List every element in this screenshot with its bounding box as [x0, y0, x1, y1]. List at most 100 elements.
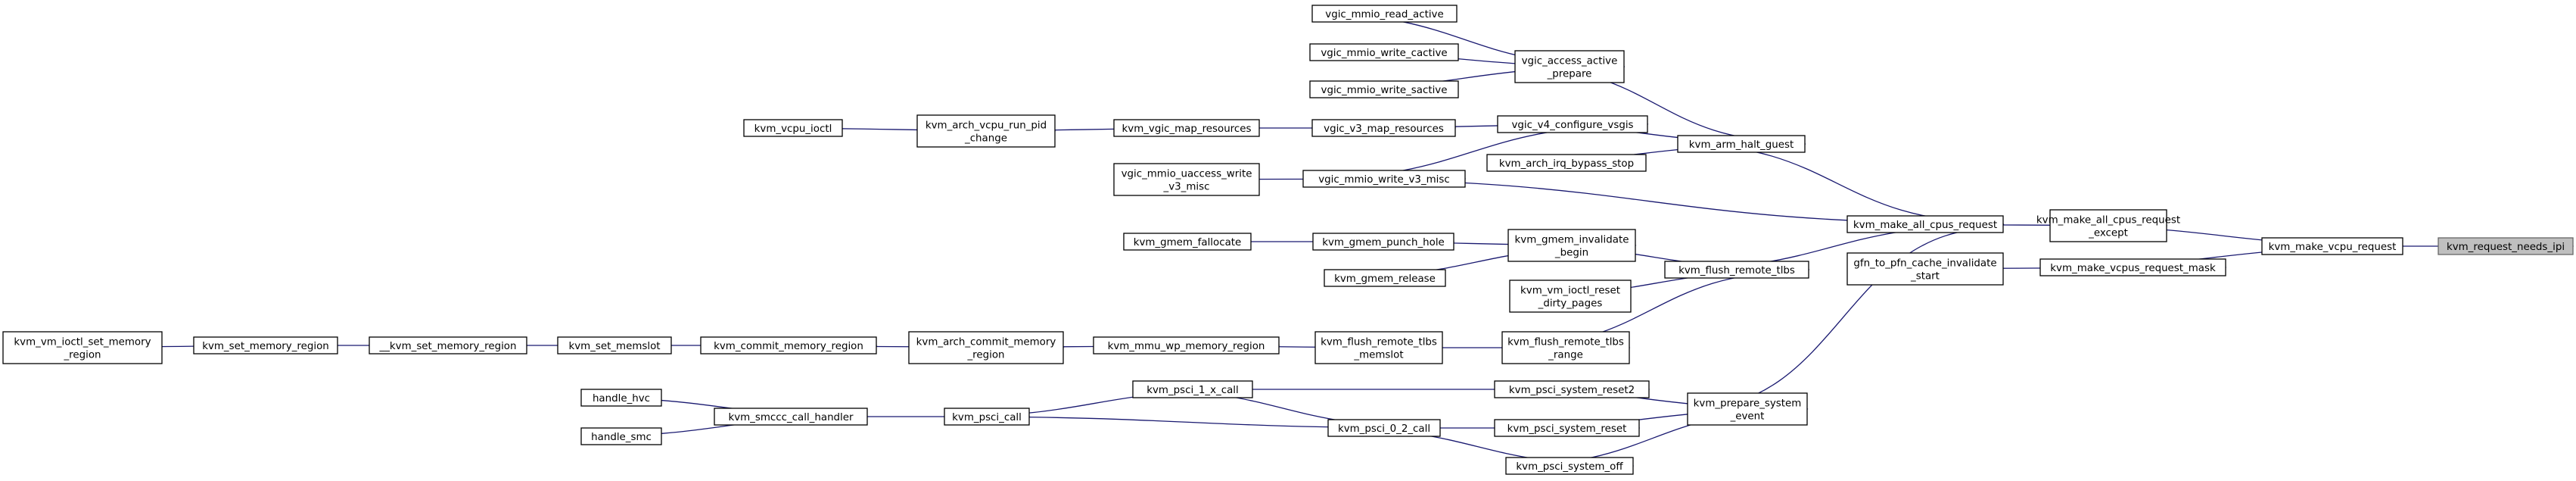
node-box — [1132, 380, 1253, 398]
node-label: _change — [964, 133, 1007, 145]
node-label: kvm_psci_system_off — [1516, 461, 1623, 473]
node-label: kvm_set_memslot — [568, 341, 660, 352]
node-label: kvm_make_vcpus_request_mask — [2050, 263, 2216, 274]
node-label: _memslot — [1353, 350, 1403, 361]
node-kvm_mmu_wp_memory_region[interactable]: kvm_mmu_wp_memory_region — [1093, 336, 1280, 355]
node-kvm_request_needs_ipi[interactable]: kvm_request_needs_ipi — [2438, 237, 2574, 255]
node-kvm_make_vcpus_request_mask[interactable]: kvm_make_vcpus_request_mask — [2039, 258, 2226, 276]
node-label: kvm_request_needs_ipi — [2447, 242, 2565, 253]
node-box — [557, 336, 672, 355]
node-kvm_psci_call[interactable]: kvm_psci_call — [944, 408, 1030, 426]
node-label: kvm_gmem_release — [1334, 273, 1436, 285]
node-kvm_psci_system_reset[interactable]: kvm_psci_system_reset — [1494, 419, 1640, 437]
node-vgic_v4_configure_vsgis[interactable]: vgic_v4_configure_vsgis — [1497, 115, 1648, 133]
node-label: kvm_flush_remote_tlbs — [1321, 337, 1437, 348]
node-kvm_arch_vcpu_run_pid_change[interactable]: kvm_arch_vcpu_run_pid_change — [916, 114, 1056, 148]
node-handle_smc[interactable]: handle_smc — [580, 427, 662, 445]
node-kvm_prepare_system_event[interactable]: kvm_prepare_system_event — [1687, 392, 1808, 426]
node-label: vgic_mmio_write_sactive — [1321, 85, 1448, 96]
node-kvm_gmem_punch_hole[interactable]: kvm_gmem_punch_hole — [1312, 233, 1454, 251]
node-box — [1309, 80, 1459, 98]
node-box — [1113, 119, 1260, 137]
node-kvm_vm_ioctl_reset_dirty_pages[interactable]: kvm_vm_ioctl_reset_dirty_pages — [1509, 280, 1632, 313]
node-box — [369, 336, 527, 355]
node-handle_hvc[interactable]: handle_hvc — [580, 389, 662, 407]
node-label: kvm_arch_commit_memory — [916, 337, 1056, 348]
node-kvm_make_all_cpus_request[interactable]: kvm_make_all_cpus_request — [1846, 215, 2004, 233]
node-box — [1509, 280, 1632, 313]
node-label: kvm_vm_ioctl_set_memory — [14, 337, 151, 348]
node-box — [1309, 43, 1459, 61]
node-kvm_flush_remote_tlbs[interactable]: kvm_flush_remote_tlbs — [1664, 261, 1809, 279]
node-label: handle_hvc — [593, 393, 650, 404]
node-kvm_flush_remote_tlbs_range[interactable]: kvm_flush_remote_tlbs_range — [1501, 331, 1630, 364]
node-vgic_mmio_write_cactive[interactable]: vgic_mmio_write_cactive — [1309, 43, 1459, 61]
node-box — [944, 408, 1030, 426]
node-label: kvm_vgic_map_resources — [1122, 123, 1252, 135]
node-label: kvm_smccc_call_handler — [728, 412, 854, 423]
node-box — [1494, 380, 1650, 398]
node-gfn_to_pfn_cache_invalidate_start[interactable]: gfn_to_pfn_cache_invalidate_start — [1846, 252, 2004, 286]
node-box — [2, 331, 163, 364]
node-kvm_vcpu_ioctl[interactable]: kvm_vcpu_ioctl — [743, 119, 843, 137]
node-box — [580, 389, 662, 407]
node-kvm_arch_irq_bypass_stop[interactable]: kvm_arch_irq_bypass_stop — [1486, 154, 1647, 172]
node-kvm_psci_0_2_call[interactable]: kvm_psci_0_2_call — [1327, 419, 1441, 437]
node-kvm_psci_system_reset2[interactable]: kvm_psci_system_reset2 — [1494, 380, 1650, 398]
node-label: _begin — [1554, 248, 1588, 259]
node-kvm_gmem_fallocate[interactable]: kvm_gmem_fallocate — [1123, 233, 1252, 251]
node-layer: kvm_request_needs_ipi kvm_make_vcpu_reque… — [2, 5, 2574, 475]
node-label: kvm_psci_0_2_call — [1338, 423, 1430, 435]
node-label: kvm_psci_system_reset — [1507, 423, 1627, 435]
node-box — [743, 119, 843, 137]
node-box — [1327, 419, 1441, 437]
node-label: kvm_gmem_fallocate — [1134, 237, 1242, 248]
node-kvm_commit_memory_region[interactable]: kvm_commit_memory_region — [700, 336, 877, 355]
node-vgic_mmio_write_sactive[interactable]: vgic_mmio_write_sactive — [1309, 80, 1459, 98]
node-box — [1846, 252, 2004, 286]
node-kvm_vm_ioctl_set_memory_region[interactable]: kvm_vm_ioctl_set_memory_region — [2, 331, 163, 364]
node-box — [1501, 331, 1630, 364]
node-box — [1497, 115, 1648, 133]
node-box — [2438, 237, 2574, 255]
node-kvm_smccc_call_handler[interactable]: kvm_smccc_call_handler — [714, 408, 868, 426]
node-label: kvm_commit_memory_region — [714, 341, 863, 352]
node-kvm_set_memory_region[interactable]: kvm_set_memory_region — [193, 336, 338, 355]
node-label: _except — [2088, 228, 2128, 239]
node-label: handle_smc — [591, 432, 652, 443]
node-label: kvm_arch_irq_bypass_stop — [1499, 158, 1634, 170]
node-kvm_arm_halt_guest[interactable]: kvm_arm_halt_guest — [1677, 135, 1806, 153]
node-vgic_access_active_prepare[interactable]: vgic_access_active _prepare — [1514, 50, 1625, 83]
edge-layer — [2, 13, 2574, 469]
node-kvm_flush_remote_tlbs_memslot[interactable]: kvm_flush_remote_tlbs _memslot — [1314, 331, 1443, 364]
node-kvm_arch_commit_memory_region[interactable]: kvm_arch_commit_memory_region — [908, 331, 1064, 364]
node-box — [1302, 170, 1466, 188]
node-label: kvm_psci_1_x_call — [1146, 385, 1239, 396]
node-kvm_set_memslot[interactable]: kvm_set_memslot — [557, 336, 672, 355]
node-vgic_mmio_uaccess_write_v3_misc[interactable]: vgic_mmio_uaccess_write_v3_misc — [1113, 163, 1260, 196]
node-label: _v3_misc — [1163, 182, 1210, 193]
node-__kvm_set_memory_region[interactable]: __kvm_set_memory_region — [369, 336, 527, 355]
node-kvm_vgic_map_resources[interactable]: kvm_vgic_map_resources — [1113, 119, 1260, 137]
node-label: kvm_vm_ioctl_reset — [1520, 286, 1620, 297]
node-label: kvm_psci_call — [952, 412, 1022, 423]
node-kvm_make_vcpu_request[interactable]: kvm_make_vcpu_request — [2261, 237, 2403, 255]
node-box — [714, 408, 868, 426]
node-kvm_gmem_release[interactable]: kvm_gmem_release — [1324, 269, 1446, 287]
node-kvm_psci_1_x_call[interactable]: kvm_psci_1_x_call — [1132, 380, 1253, 398]
node-box — [1507, 229, 1636, 262]
node-kvm_psci_system_off[interactable]: kvm_psci_system_off — [1505, 457, 1634, 475]
node-vgic_mmio_read_active[interactable]: vgic_mmio_read_active — [1311, 5, 1458, 23]
node-label: vgic_mmio_write_v3_misc — [1318, 174, 1450, 186]
node-label: _prepare — [1547, 69, 1592, 80]
node-kvm_make_all_cpus_request_except[interactable]: kvm_make_all_cpus_request_except — [2036, 209, 2180, 242]
node-label: vgic_v3_map_resources — [1324, 123, 1444, 135]
node-label: vgic_access_active — [1522, 56, 1618, 67]
node-vgic_v3_map_resources[interactable]: vgic_v3_map_resources — [1311, 119, 1456, 137]
node-kvm_gmem_invalidate_begin[interactable]: kvm_gmem_invalidate_begin — [1507, 229, 1636, 262]
node-label: kvm_make_all_cpus_request — [1853, 220, 1997, 231]
node-vgic_mmio_write_v3_misc[interactable]: vgic_mmio_write_v3_misc — [1302, 170, 1466, 188]
node-label: kvm_mmu_wp_memory_region — [1108, 341, 1265, 352]
node-box — [1664, 261, 1809, 279]
